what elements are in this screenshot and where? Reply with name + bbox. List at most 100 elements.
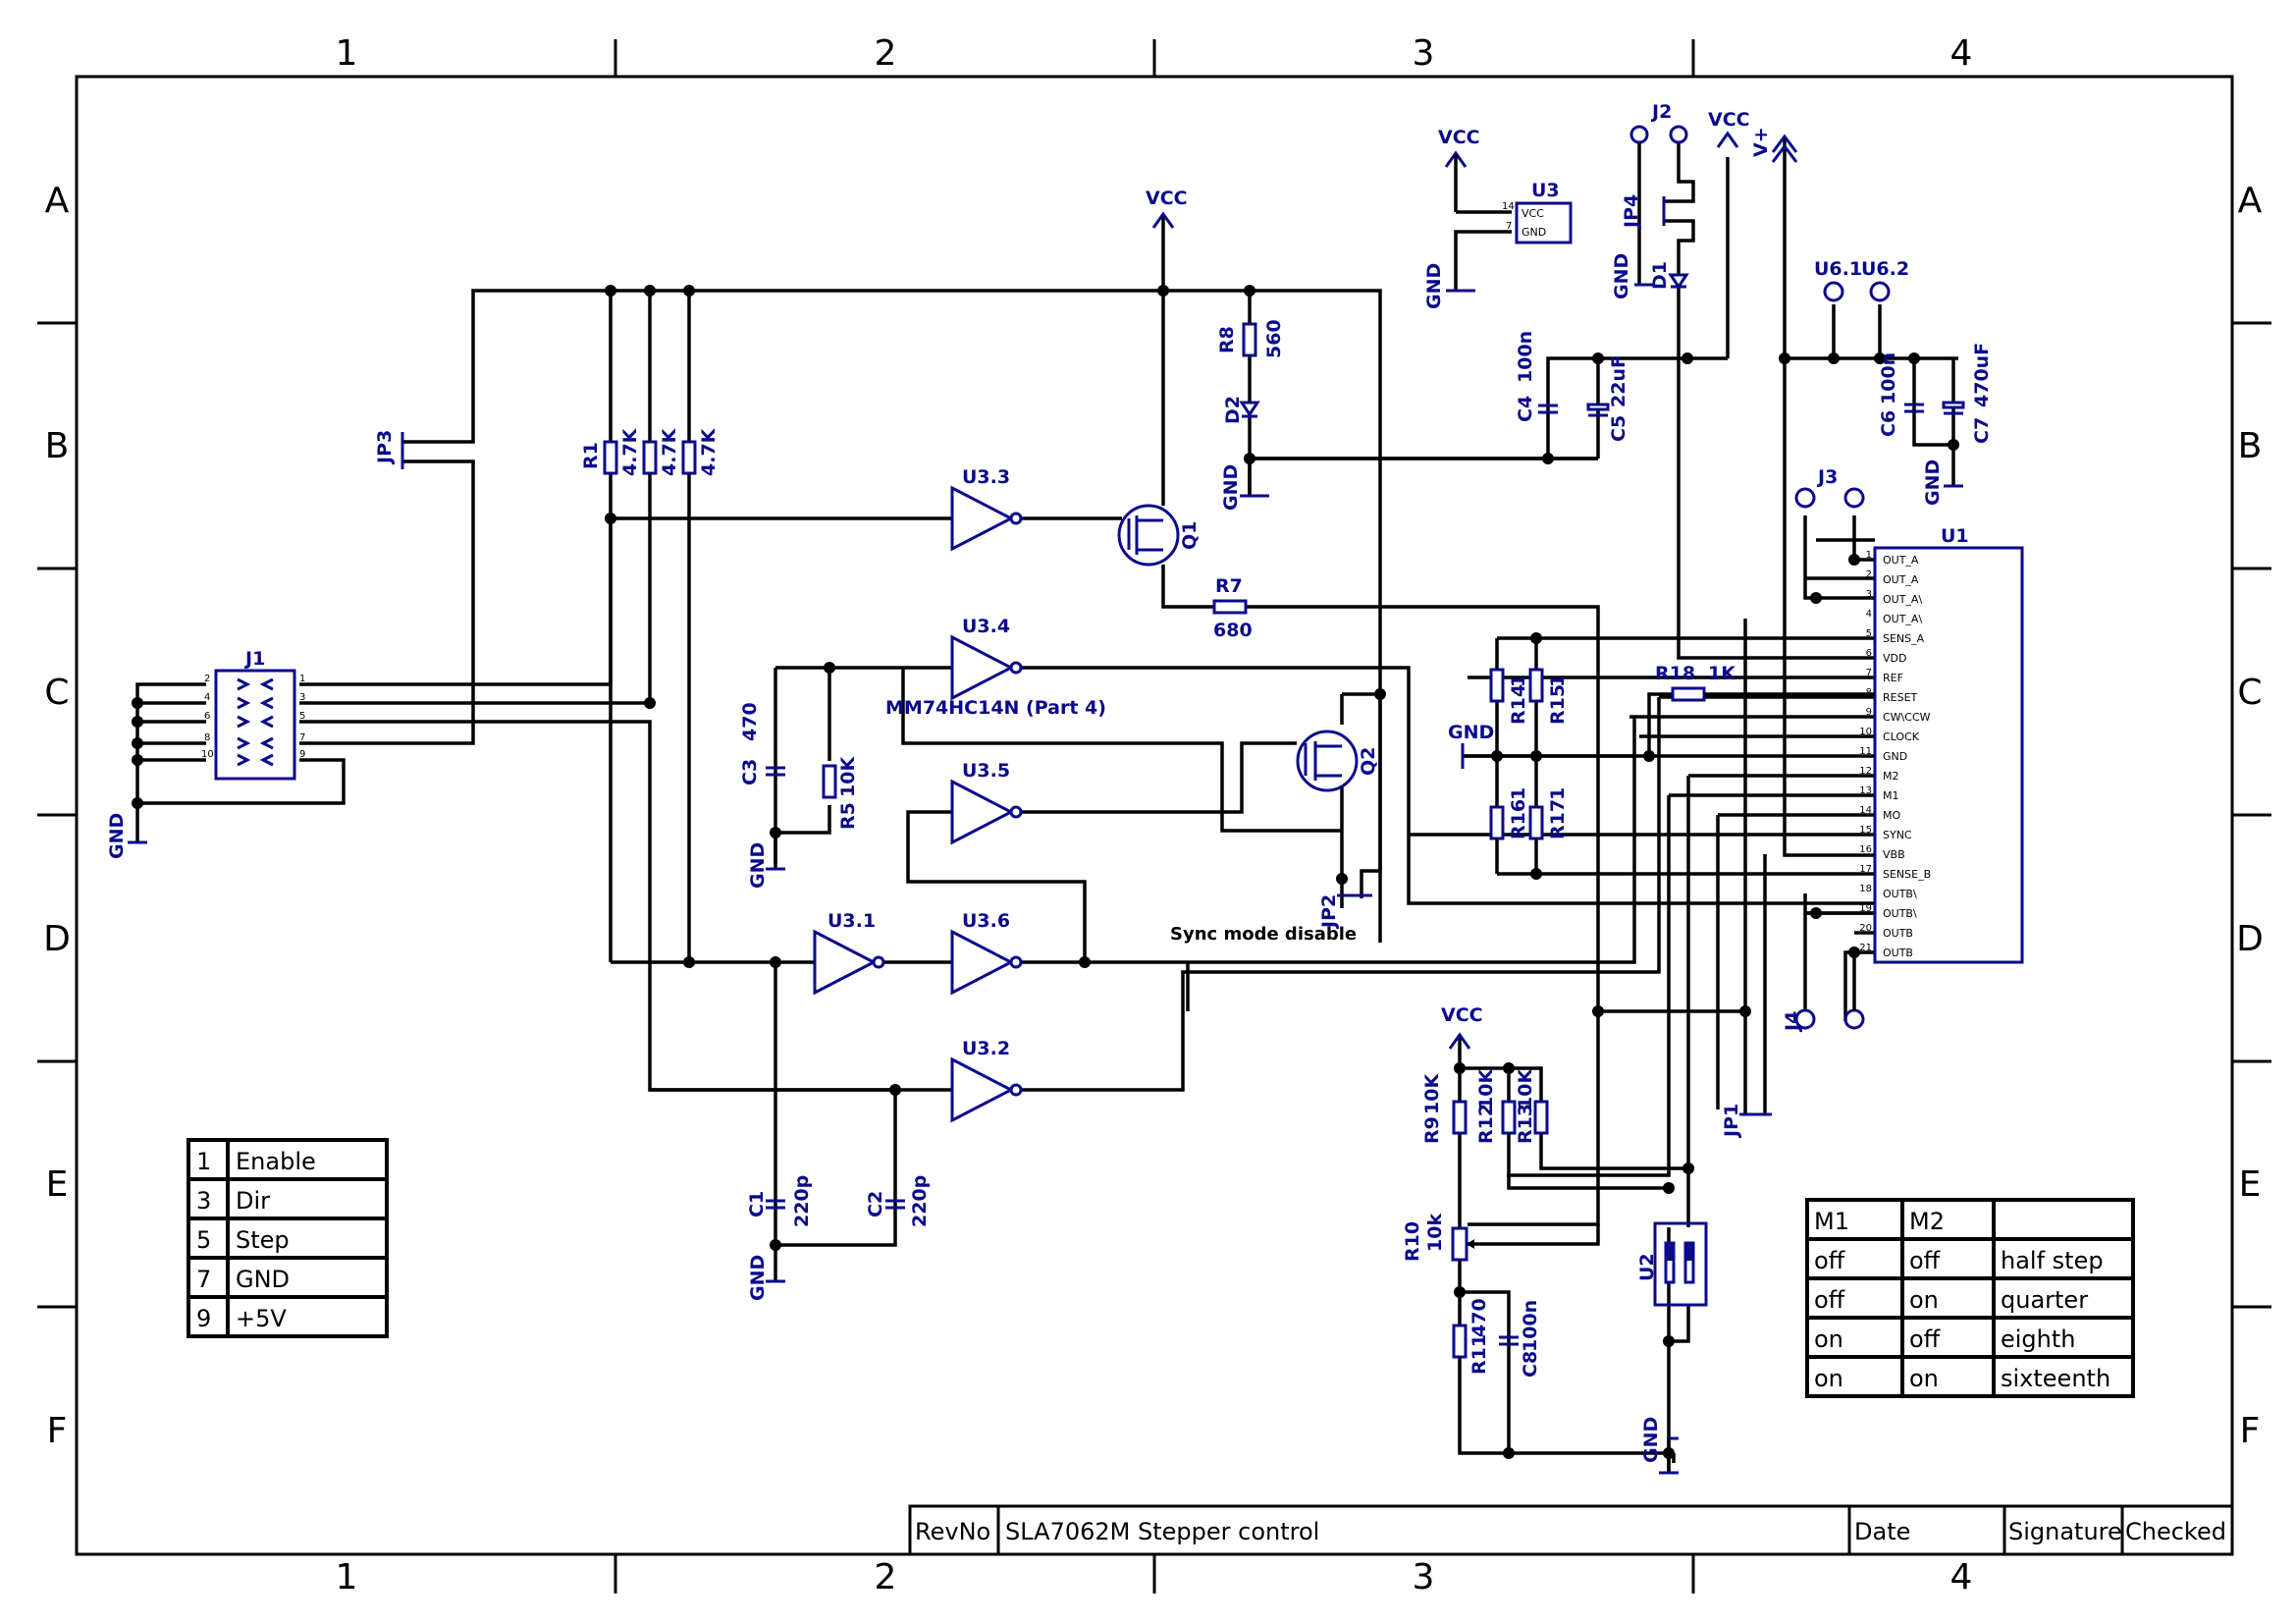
svg-text:8: 8: [204, 732, 210, 743]
capacitor-c6: C6 100n: [1878, 352, 1924, 437]
svg-text:10: 10: [201, 749, 214, 760]
svg-text:100n: 100n: [1520, 1300, 1541, 1352]
connector-j4: J4: [1782, 913, 1865, 1033]
jumper-jp1: JP1: [1721, 1104, 1772, 1139]
junctions: [132, 285, 1959, 1459]
svg-text:U3.6: U3.6: [962, 910, 1010, 932]
u1-pin-number: 6: [1866, 648, 1872, 659]
svg-text:R8: R8: [1216, 326, 1238, 353]
mode-table-cell: on: [1814, 1325, 1843, 1353]
u1-pin-name: GND: [1883, 750, 1907, 763]
svg-text:1: 1: [1547, 787, 1569, 800]
svg-text:C2: C2: [865, 1191, 886, 1217]
svg-text:4.7K: 4.7K: [698, 427, 720, 476]
svg-text:R9: R9: [1421, 1116, 1443, 1144]
vcc-symbol-j2: VCC: [1708, 109, 1750, 148]
gnd-symbol-u2: GND: [1640, 1417, 1679, 1475]
vplus-symbol: V+: [1750, 127, 1798, 163]
svg-text:GND: GND: [747, 1255, 769, 1301]
svg-text:VCC: VCC: [1146, 188, 1188, 209]
resistor-r7: R7 680: [1212, 575, 1253, 641]
u1-pin-name: REF: [1883, 672, 1903, 684]
grid-row-c-left: C: [44, 673, 69, 713]
svg-text:R1: R1: [580, 442, 602, 469]
capacitor-c5: C5 22uF: [1586, 355, 1629, 442]
u1-pin-name: OUT_A: [1883, 554, 1919, 567]
svg-text:10k: 10k: [1424, 1214, 1446, 1252]
svg-text:220p: 220p: [791, 1175, 813, 1227]
svg-text:R13: R13: [1515, 1104, 1536, 1144]
resistor-r8: R8 560: [1216, 319, 1285, 358]
grid-row-b-left: B: [45, 426, 70, 466]
svg-text:R7: R7: [1215, 575, 1243, 597]
u1-pin-name: RESET: [1883, 691, 1918, 704]
resistor-r15: R15 1: [1528, 668, 1569, 725]
svg-text:R16: R16: [1508, 799, 1529, 839]
svg-text:R12: R12: [1475, 1104, 1497, 1144]
grid-col-1-top: 1: [336, 33, 358, 74]
resistor-r11: R11 470: [1452, 1298, 1490, 1375]
u1-pin-name: OUTB\: [1883, 888, 1917, 900]
mosfet-q1: Q1: [1117, 504, 1201, 567]
u1-pin-name: MO: [1883, 809, 1900, 822]
mode-table-cell: off: [1814, 1247, 1845, 1274]
grid-col-3-top: 3: [1413, 33, 1435, 74]
svg-text:7: 7: [1506, 221, 1512, 232]
svg-text:680: 680: [1213, 620, 1253, 641]
mode-table-cell: off: [1909, 1247, 1941, 1274]
grid-row-f-right: F: [2240, 1411, 2261, 1451]
svg-text:JP4: JP4: [1621, 194, 1642, 230]
u1-pin-number: 2: [1866, 569, 1872, 580]
gnd-symbol-u3: GND: [1423, 263, 1475, 309]
inverter-u3-2: U3.2: [950, 1038, 1023, 1123]
u1-pin-name: OUT_A: [1883, 573, 1919, 586]
svg-text:GND: GND: [1448, 722, 1494, 743]
u1-pin-name: CW\CCW: [1883, 711, 1931, 724]
u1-pin-number: 9: [1866, 707, 1872, 718]
svg-text:10K: 10K: [1475, 1068, 1497, 1109]
grid-row-e-left: E: [46, 1164, 69, 1205]
diode-d1: D1: [1649, 261, 1689, 290]
svg-text:GND: GND: [1220, 464, 1242, 511]
svg-text:J2: J2: [1650, 101, 1672, 123]
svg-text:R18: R18: [1655, 663, 1695, 684]
svg-text:U1: U1: [1941, 525, 1969, 547]
mode-table-cell: eighth: [2001, 1325, 2076, 1353]
u1-pin-name: OUT_A\: [1883, 613, 1922, 625]
grid-col-2-top: 2: [875, 33, 897, 74]
vcc-symbol-u3: VCC: [1438, 127, 1512, 291]
grid-row-a-left: A: [45, 181, 70, 221]
grid-row-d-left: D: [43, 919, 71, 959]
svg-text:6: 6: [204, 711, 210, 722]
u1-pin-name: OUT_A\: [1883, 593, 1922, 606]
resistor-r17: R17 1: [1528, 787, 1569, 840]
svg-text:GND: GND: [1423, 263, 1445, 309]
svg-text:U3.2: U3.2: [962, 1038, 1010, 1059]
svg-text:GND: GND: [1922, 460, 1944, 506]
svg-text:470: 470: [1468, 1298, 1490, 1337]
resistor-r1: R1 4.7K: [580, 427, 641, 476]
svg-text:470: 470: [739, 702, 761, 741]
svg-text:U3: U3: [1531, 180, 1560, 201]
connector-table-signal: Step: [236, 1226, 290, 1254]
svg-text:R17: R17: [1547, 799, 1569, 839]
svg-text:U3.5: U3.5: [962, 760, 1010, 782]
sheet-title: SLA7062M Stepper control: [1005, 1518, 1319, 1545]
svg-text:R11: R11: [1468, 1334, 1490, 1375]
resistor-r5: R5 10K: [822, 756, 859, 830]
title-block-revno-label: RevNo: [915, 1518, 990, 1545]
capacitor-c7: C7 470uF: [1942, 343, 1993, 444]
svg-text:7: 7: [299, 732, 305, 743]
mode-table-header: M1: [1814, 1208, 1849, 1235]
svg-text:5: 5: [299, 711, 305, 722]
u1-pin-name: VDD: [1883, 652, 1906, 665]
svg-text:GND: GND: [747, 842, 769, 889]
